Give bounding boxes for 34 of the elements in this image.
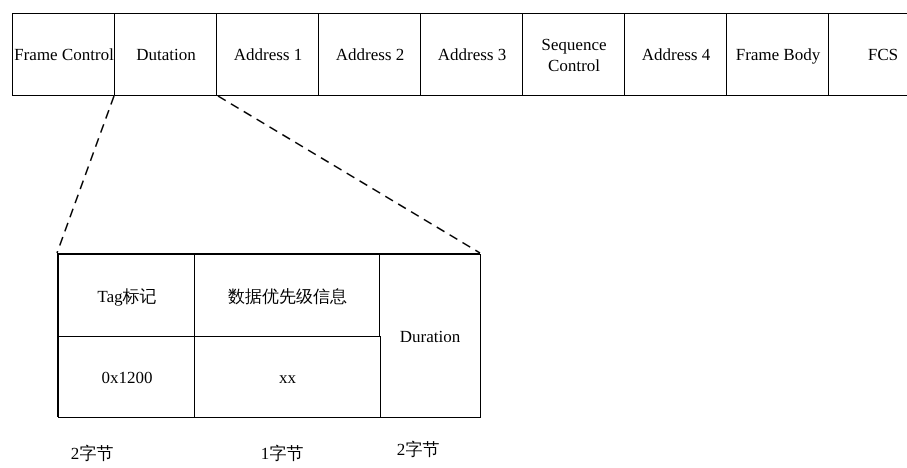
frame-field-box	[12, 13, 116, 96]
field-label: Sequence Control	[540, 34, 608, 76]
byte-size-label: 1字节	[260, 443, 304, 465]
dashed-expansion-line	[56, 96, 115, 254]
table-frame	[57, 253, 480, 417]
frame-field-box	[318, 13, 422, 96]
field-label: Frame Control	[14, 44, 114, 65]
field-label: 0x1200	[102, 366, 152, 388]
frame-field-box	[726, 13, 830, 96]
frame-field-box	[522, 13, 626, 96]
field-label: 数据优先级信息	[228, 286, 347, 306]
field-label: Frame Body	[736, 44, 820, 65]
field-label: Tag标记	[97, 286, 157, 306]
byte-size-label: 2字节	[396, 439, 440, 461]
frame-field-box	[624, 13, 728, 96]
byte-size-label: 2字节	[70, 443, 114, 465]
field-label: Dutation	[136, 44, 196, 65]
table-cell	[194, 336, 381, 418]
field-label: Address 1	[234, 44, 302, 65]
field-label: Address 2	[336, 44, 404, 65]
table-cell	[58, 254, 196, 338]
frame-field-box	[828, 13, 907, 96]
field-label: xx	[279, 366, 296, 388]
field-label: Address 3	[438, 44, 506, 65]
table-cell	[379, 254, 481, 418]
field-label: Address 4	[642, 44, 710, 65]
table-cell	[194, 254, 381, 338]
field-label: FCS	[868, 44, 898, 65]
table-cell	[58, 336, 196, 418]
frame-field-box	[114, 13, 218, 96]
frame-field-box	[420, 13, 524, 96]
frame-field-box	[216, 13, 320, 96]
dashed-expansion-line	[218, 95, 480, 254]
field-label: Duration	[400, 326, 460, 346]
